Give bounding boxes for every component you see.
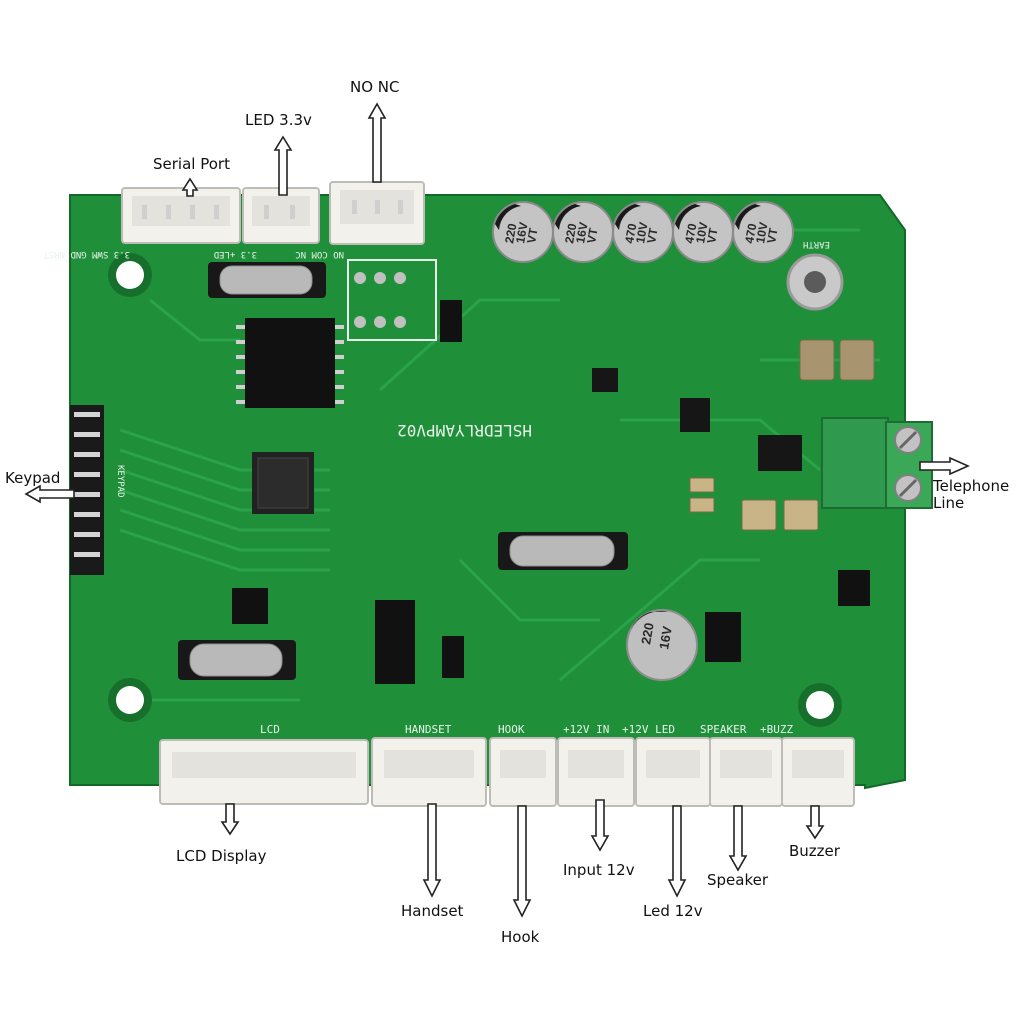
silk-12v-in: +12V IN (563, 723, 609, 736)
silk-buzz: +BUZZ (760, 723, 793, 736)
silk-hook: HOOK (498, 723, 525, 736)
capacitor-4-text-3: VT (704, 226, 721, 244)
label-buzzer: Buzzer (789, 842, 840, 860)
center-cap-value: 220 (638, 622, 657, 646)
silk-relay-pins: NO COM NC (295, 249, 344, 259)
capacitor-5-text-2: 10V (753, 221, 770, 244)
crystal-oscillator (498, 532, 628, 570)
arrow-led-12v (667, 805, 687, 898)
arrow-hook (512, 805, 532, 918)
capacitor-5-text-1: 470 (742, 222, 759, 244)
silk-speaker: SPEAKER (700, 723, 747, 736)
handset-connector (371, 737, 487, 807)
label-handset: Handset (401, 902, 464, 920)
silk-board-name: HSLEDRLYAMPV02 (397, 421, 532, 440)
label-led-12v: Led 12v (643, 902, 703, 920)
arrow-telephone (919, 456, 970, 476)
crystal-oscillator (208, 262, 326, 298)
arrow-lcd-display (220, 803, 240, 836)
capacitor-2-text-2: 16V (573, 221, 590, 244)
label-led-3v3: LED 3.3v (245, 111, 312, 129)
arrow-keypad (24, 484, 75, 504)
smd-components (689, 339, 875, 531)
label-keypad: Keypad (5, 469, 61, 487)
bottom-connectors (159, 737, 855, 807)
silk-earth: EARTH (803, 239, 830, 249)
label-telephone-line-1: Telephone (933, 477, 1010, 495)
capacitor-3-text-3: VT (644, 226, 661, 244)
arrow-input-12v (590, 799, 610, 852)
relay-footprint (347, 259, 464, 678)
capacitor-2-text-3: VT (584, 226, 601, 244)
led-3v3-connector (242, 187, 320, 244)
arrow-serial-port (181, 177, 199, 197)
arrow-speaker (728, 805, 748, 872)
capacitor-3-text-1: 470 (622, 222, 639, 244)
label-lcd-display: LCD Display (176, 847, 267, 865)
silk-12v-led: +12V LED (622, 723, 675, 736)
label-input-12v: Input 12v (563, 861, 635, 879)
label-serial-port: Serial Port (153, 155, 230, 173)
crystal-oscillator (178, 640, 296, 680)
center-cap-voltage: 16V (656, 625, 675, 651)
relay-no-nc-connector (329, 181, 425, 245)
capacitor-2-text-1: 220 (562, 222, 579, 244)
capacitor-1-text-2: 16V (513, 221, 530, 244)
capacitor-4-text-2: 10V (693, 221, 710, 244)
silk-led-pins: 3.3 +LED (214, 249, 257, 259)
capacitor-5-text-3: VT (764, 226, 781, 244)
label-telephone-line-2: Line (933, 494, 965, 512)
capacitor-3-text-2: 10V (633, 221, 650, 244)
label-no-nc: NO NC (350, 78, 400, 96)
arrow-no-nc (367, 102, 387, 183)
pcb-board (69, 194, 906, 790)
callout-arrows (24, 102, 970, 918)
center-capacitor: 220 16V (626, 609, 698, 681)
input-12v-connector (557, 737, 635, 807)
silk-serial-pins: 3.3 SWM GND NRST (43, 249, 130, 259)
arrow-led-3v3 (273, 135, 293, 196)
label-speaker: Speaker (707, 871, 769, 889)
capacitor-1-text-1: 220 (502, 222, 519, 244)
hook-connector (489, 737, 557, 807)
speaker-connector (709, 737, 783, 807)
label-hook: Hook (501, 928, 540, 946)
arrow-buzzer (805, 805, 825, 840)
silk-lcd: LCD (260, 723, 280, 736)
silk-handset: HANDSET (405, 723, 452, 736)
silkscreen-labels: 3.3 SWM GND NRST 3.3 +LED NO COM NC EART… (43, 239, 830, 736)
ic-chips (232, 318, 870, 684)
capacitor-1-text-3: VT (524, 226, 541, 244)
buzzer-connector (781, 737, 855, 807)
telephone-terminal-block (821, 417, 933, 509)
led-12v-connector (635, 737, 711, 807)
capacitor-4-text-1: 470 (682, 222, 699, 244)
lcd-connector (159, 739, 369, 805)
serial-port-connector (121, 187, 241, 244)
arrow-handset (422, 803, 442, 898)
keypad-header (70, 405, 104, 575)
silk-keypad: KEYPAD (115, 465, 125, 498)
